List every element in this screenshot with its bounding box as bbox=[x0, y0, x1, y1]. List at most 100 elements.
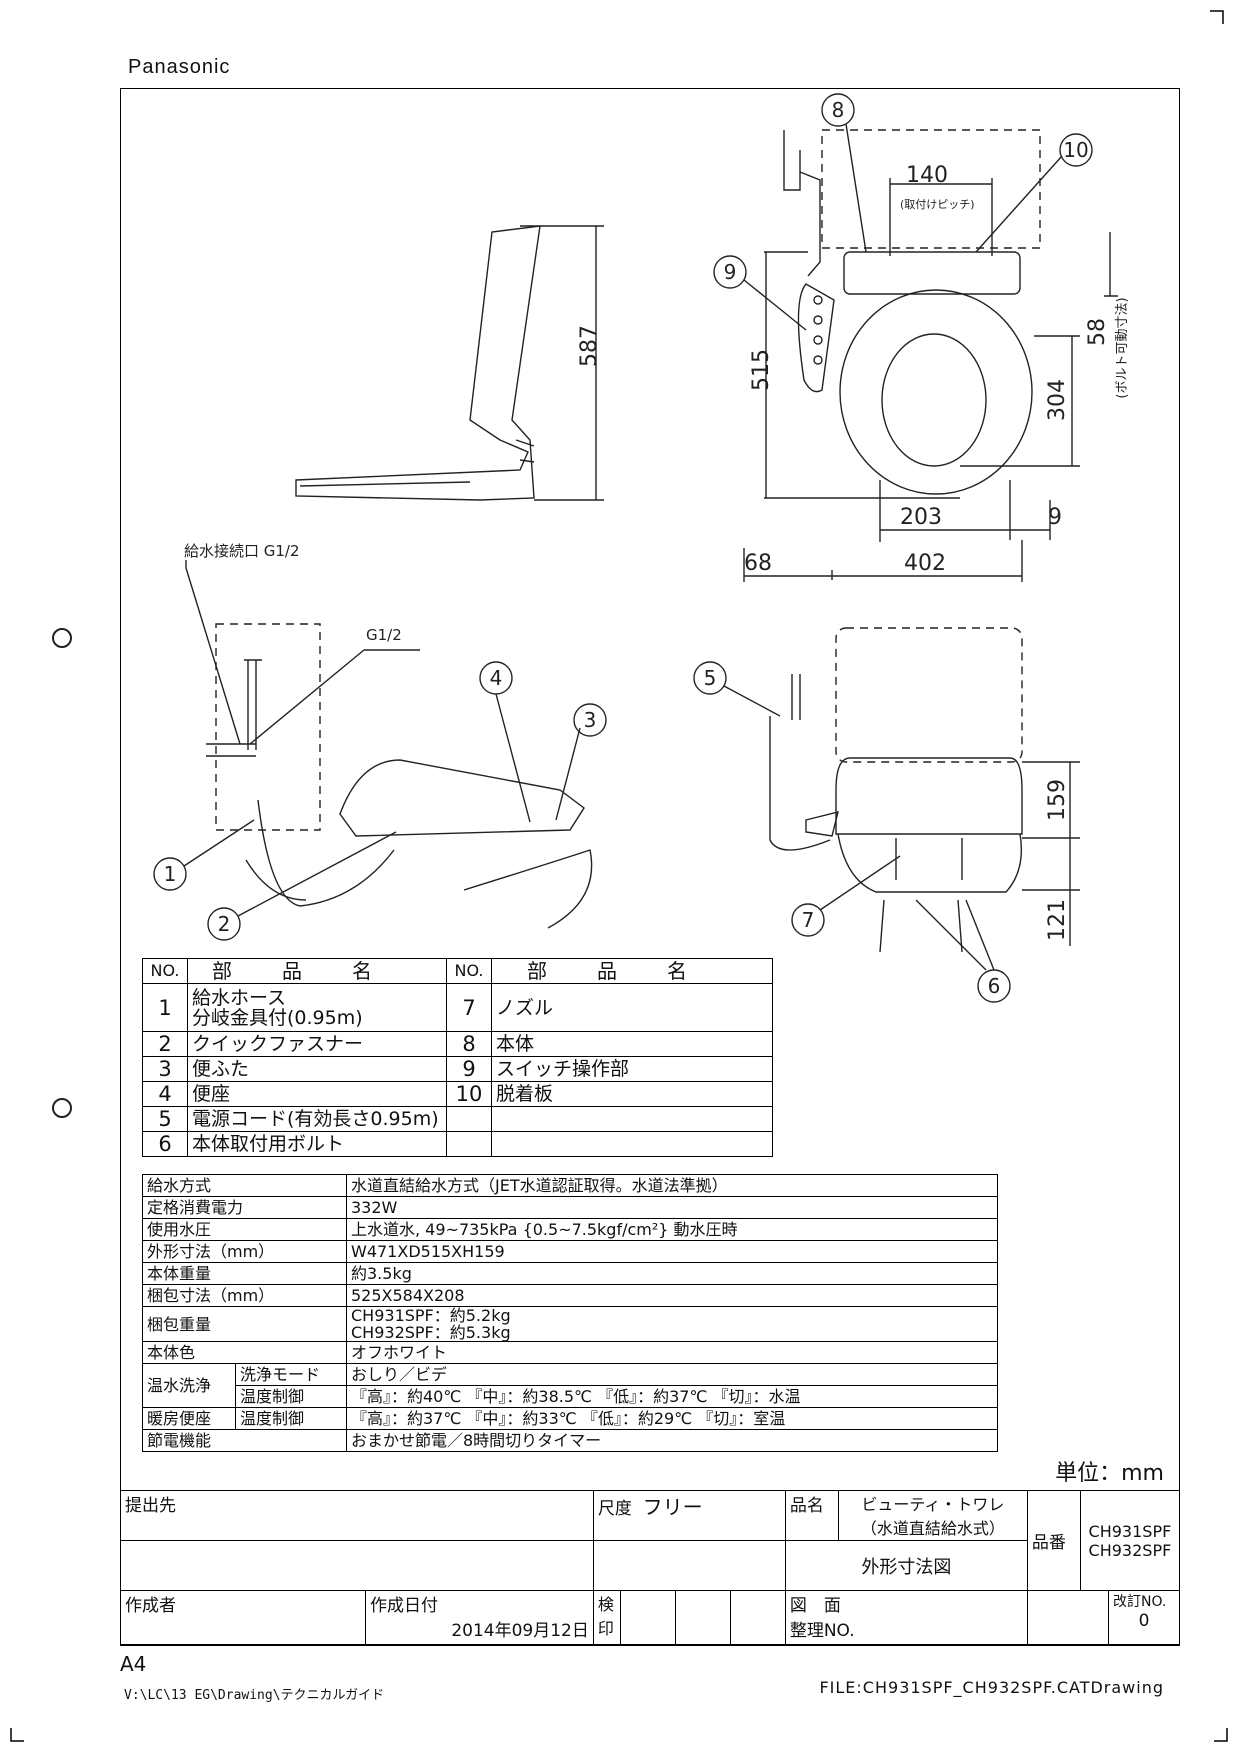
spec-value: 上水道水, 49~735kPa {0.5~7.5kgf/cm²} 動水圧時 bbox=[346, 1218, 998, 1241]
spec-key: 温水洗浄 bbox=[142, 1363, 236, 1408]
dim-line-9 bbox=[1010, 500, 1051, 540]
callout-9: 9 bbox=[724, 260, 737, 284]
part-name: 脱着板 bbox=[491, 1081, 773, 1107]
title-block: 提出先 尺度 フリー 品名 ビューティ・トワレ（水道直結給水式） 品番 CH93… bbox=[120, 1490, 1181, 1645]
dim-402: 402 bbox=[904, 551, 946, 576]
date-label: 作成日付 bbox=[370, 1596, 438, 1616]
dim-304: 304 bbox=[1045, 379, 1070, 421]
part-no: 8 bbox=[446, 1031, 492, 1057]
dim-140: 140 bbox=[906, 163, 948, 188]
parts-header-no-2: NO. bbox=[446, 958, 492, 984]
table-row: 5 電源コード(有効長さ0.95m) bbox=[142, 1106, 773, 1132]
part-name: 本体 bbox=[491, 1031, 773, 1057]
figure-no-value bbox=[1026, 1590, 1110, 1645]
callout-g12: G1/2 bbox=[366, 626, 402, 644]
table-row: 2 クイックファスナー 8 本体 bbox=[142, 1031, 773, 1057]
table-row: 1 給水ホース 分岐金具付(0.95m) 7 ノズル bbox=[142, 983, 773, 1032]
file-path: V:\LC\13 EG\Drawing\テクニカルガイド bbox=[124, 1688, 385, 1703]
part-name bbox=[491, 1106, 773, 1132]
revision-value: 0 bbox=[1138, 1611, 1150, 1631]
model-number: CH931SPF bbox=[1088, 1521, 1172, 1541]
table-row: 本体色オフホワイト bbox=[142, 1341, 998, 1364]
unit-label: 単位：mm bbox=[1055, 1461, 1164, 1486]
scale-value: フリー bbox=[642, 1495, 703, 1519]
table-row: 外形寸法（mm）W471XD515XH159 bbox=[142, 1240, 998, 1263]
side-view-seat bbox=[295, 225, 541, 501]
callout-10: 10 bbox=[1063, 138, 1088, 162]
table-row: 本体重量約3.5kg bbox=[142, 1262, 998, 1285]
spec-value: 332W bbox=[346, 1196, 998, 1219]
dim-9: 9 bbox=[1048, 505, 1062, 530]
callout-1: 1 bbox=[164, 862, 177, 886]
part-name: 便座 bbox=[187, 1081, 447, 1107]
spec-value: 『高』：約37℃ 『中』：約33℃ 『低』：約29℃ 『切』：室温 bbox=[346, 1407, 998, 1430]
part-no: 9 bbox=[446, 1056, 492, 1082]
punch-hole-upper bbox=[52, 628, 72, 648]
top-view bbox=[783, 129, 1041, 495]
dim-line-58 bbox=[1104, 232, 1118, 297]
punch-hole-lower bbox=[52, 1098, 72, 1118]
table-row: 3 便ふた 9 スイッチ操作部 bbox=[142, 1056, 773, 1082]
parts-header-name: 部品名 bbox=[187, 958, 447, 984]
dim-68: 68 bbox=[744, 551, 772, 576]
part-no: 1 bbox=[142, 983, 188, 1032]
install-side-view bbox=[206, 623, 593, 929]
dim-58: 58 bbox=[1085, 318, 1110, 346]
dim-140-note: (取付けピッチ) bbox=[900, 198, 975, 211]
check-label: 検印 bbox=[592, 1590, 621, 1645]
table-row: 6 本体取付用ボルト bbox=[142, 1131, 773, 1157]
dim-line-121 bbox=[1022, 838, 1080, 946]
part-no: 6 bbox=[142, 1131, 188, 1157]
table-row: 温水洗浄洗浄モードおしり／ビデ bbox=[142, 1363, 998, 1408]
callout-4: 4 bbox=[490, 666, 503, 690]
revision-label: 改訂NO. bbox=[1113, 1594, 1167, 1610]
part-no: 10 bbox=[446, 1081, 492, 1107]
spec-key: 給水方式 bbox=[142, 1174, 347, 1197]
part-no bbox=[446, 1106, 492, 1132]
callout-water-inlet: 給水接続口 G1/2 bbox=[184, 542, 300, 560]
callout-7: 7 bbox=[802, 908, 815, 932]
spec-key: 暖房便座 bbox=[142, 1407, 236, 1430]
part-no: 4 bbox=[142, 1081, 188, 1107]
part-no: 7 bbox=[446, 983, 492, 1032]
spec-key: 本体色 bbox=[142, 1341, 347, 1364]
table-row: 暖房便座温度制御『高』：約37℃ 『中』：約33℃ 『低』：約29℃ 『切』：室… bbox=[142, 1407, 998, 1430]
spec-value: 約3.5kg bbox=[346, 1262, 998, 1285]
date-value: 2014年09月12日 bbox=[451, 1621, 589, 1641]
part-no bbox=[446, 1131, 492, 1157]
figure-no-cell: 図 面整理NO. bbox=[784, 1590, 1028, 1645]
submit-to-label: 提出先 bbox=[120, 1490, 594, 1541]
dim-line-587 bbox=[520, 225, 604, 501]
dim-515: 515 bbox=[749, 349, 774, 391]
dim-line-304 bbox=[960, 335, 1080, 467]
revision-cell: 改訂NO.0 bbox=[1108, 1590, 1180, 1645]
parts-header-no: NO. bbox=[142, 958, 188, 984]
scale-cell: 尺度 フリー bbox=[592, 1490, 786, 1541]
check-box-1 bbox=[619, 1590, 676, 1645]
callout-8: 8 bbox=[832, 98, 845, 122]
submit-to-value bbox=[120, 1540, 594, 1591]
check-box-2 bbox=[674, 1590, 731, 1645]
dim-159: 159 bbox=[1045, 779, 1070, 821]
callout-3: 3 bbox=[584, 708, 597, 732]
part-name: スイッチ操作部 bbox=[491, 1056, 773, 1082]
parts-header-name-2: 部品名 bbox=[491, 958, 773, 984]
dim-587: 587 bbox=[577, 325, 602, 367]
paper-size: A4 bbox=[120, 1652, 147, 1676]
part-no: 5 bbox=[142, 1106, 188, 1132]
model-number: CH932SPF bbox=[1088, 1540, 1172, 1560]
table-row: 梱包寸法（mm）525X584X208 bbox=[142, 1284, 998, 1307]
scale-label: 尺度 bbox=[597, 1499, 632, 1519]
drawing-type: 外形寸法図 bbox=[784, 1540, 1028, 1591]
dim-line-402 bbox=[832, 540, 1023, 582]
spec-key: 節電機能 bbox=[142, 1429, 347, 1452]
spec-value: 水道直結給水方式（JET水道認証取得。水道法準拠） bbox=[346, 1174, 998, 1197]
check-box-3 bbox=[729, 1590, 786, 1645]
dim-121: 121 bbox=[1045, 899, 1070, 941]
